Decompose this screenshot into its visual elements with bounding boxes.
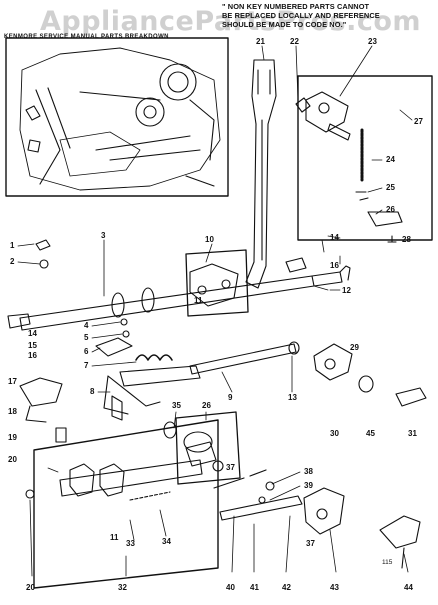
callout-39: 39 [304,481,313,490]
lever-21 [245,59,311,289]
note-line: " NON KEY NUMBERED PARTS CANNOT [222,2,370,11]
callout-25: 25 [386,183,395,192]
callout-30: 30 [330,429,339,438]
callout-21: 21 [256,37,265,46]
callout-24: 24 [386,155,395,164]
callout-9: 9 [228,393,233,402]
callout-22: 22 [290,37,299,46]
callout-8: 8 [90,387,95,396]
callout-45: 45 [366,429,375,438]
shaft-9 [189,341,300,375]
callout-14-right: 14 [330,233,339,242]
callout-19: 19 [8,433,17,442]
roller-box-36 [163,411,241,485]
callout-26: 26 [386,205,395,214]
header-strip: KENMORE SERVICE MANUAL PARTS BREAKDOWN [4,34,169,40]
callout-12: 12 [342,286,351,295]
callout-29: 29 [350,343,359,352]
feed-lever-8 [103,354,201,421]
right-parts [313,343,427,407]
callout-13: 13 [288,393,297,402]
callout-37-right: 37 [306,539,315,548]
callout-16-right: 16 [330,261,339,270]
callout-26-lower: 26 [202,401,211,410]
callout-40: 40 [226,583,235,592]
callout-33: 33 [126,539,135,548]
callout-16: 16 [28,351,37,360]
callout-11: 11 [110,533,119,542]
callout-37: 37 [226,463,235,472]
callout-34: 34 [162,537,171,546]
callout-17: 17 [8,377,17,386]
note-line: BE REPLACED LOCALLY AND REFERENCE [222,11,380,20]
callout-2: 2 [10,257,15,266]
small-parts [7,239,133,499]
callout-14-left: 14 [28,329,37,338]
callout-32: 32 [118,583,127,592]
reference-note: " NON KEY NUMBERED PARTS CANNOT BE REPLA… [222,2,436,29]
callout-15: 15 [28,341,37,350]
callout-41: 41 [250,583,259,592]
callout-6: 6 [84,347,89,356]
callout-35: 35 [172,401,181,410]
callout-labels: 1 2 3 4 5 6 7 8 9 10 11 12 13 14 14 15 1… [8,37,423,592]
note-line: SHOULD BE MADE TO CODE NO." [222,20,347,29]
callout-20-upper: 20 [8,455,17,464]
callout-10: 10 [205,235,214,244]
page-number: 115 [382,559,393,566]
callout-3: 3 [101,231,106,240]
callout-11-upper: 11 [194,296,203,305]
callout-23: 23 [368,37,377,46]
callout-43: 43 [330,583,339,592]
callout-27: 27 [414,117,423,126]
feed-box-32 [33,419,219,589]
crank-box-10 [185,249,307,317]
watermark: AppliancePartsPros.com [40,6,422,37]
callout-44: 44 [404,583,413,592]
machine-inset [5,37,229,197]
callout-7: 7 [84,361,89,370]
shaft-3 [19,265,351,331]
callout-18: 18 [8,407,17,416]
callout-4: 4 [84,321,89,330]
callout-20: 20 [26,583,35,592]
callout-42: 42 [282,583,291,592]
callout-38: 38 [304,467,313,476]
callout-1: 1 [10,241,15,250]
callout-5: 5 [84,333,89,342]
leader-lines [17,45,413,577]
link-parts [213,469,421,569]
callout-31: 31 [408,429,417,438]
callout-28: 28 [402,235,411,244]
bracket-group [297,75,433,243]
